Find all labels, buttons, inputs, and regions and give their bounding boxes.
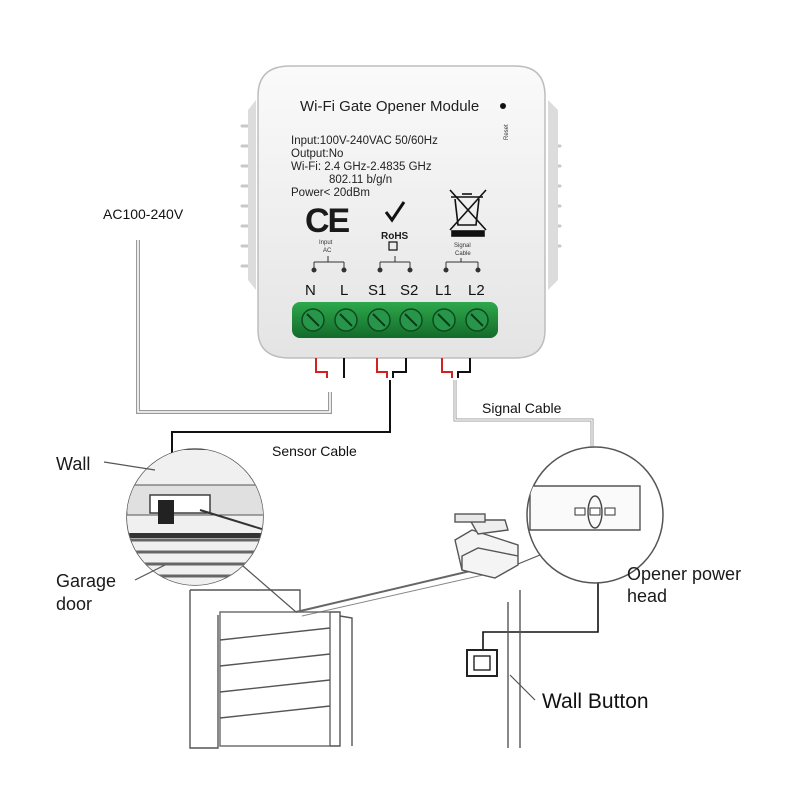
spec-line-output: Output:No	[291, 148, 343, 160]
weee-bin-icon	[449, 189, 487, 237]
signal-label-1: Signal	[454, 243, 471, 249]
wall-leader	[103, 461, 156, 471]
button-leader	[509, 674, 536, 701]
opener-label-1: Opener power	[627, 564, 741, 584]
signal-cable-label: Signal Cable	[482, 400, 562, 416]
module-body	[257, 65, 546, 359]
terminal-label-s1: S1	[368, 282, 386, 299]
ce-mark: CE	[305, 202, 350, 240]
signal-label-2: Cable	[455, 251, 471, 257]
opener-label-2: head	[627, 586, 667, 606]
spec-line-wifi: Wi-Fi: 2.4 GHz-2.4835 GHz	[291, 161, 432, 173]
sensor-cable-label: Sensor Cable	[272, 443, 357, 459]
module-title: Wi-Fi Gate Opener Module	[300, 98, 479, 115]
opener-detail-callout	[517, 446, 664, 584]
rohs-label: RoHS	[381, 231, 409, 242]
terminal-label-n: N	[305, 282, 316, 299]
reset-label: Reset	[504, 124, 510, 140]
garage-door-label-2: door	[56, 594, 92, 614]
terminal-screws	[301, 308, 489, 332]
rohs-box-icon	[388, 241, 398, 251]
terminal-brackets	[311, 256, 481, 273]
module: Wi-Fi Gate Opener Module Reset Input:100…	[240, 65, 562, 359]
spec-line-input: Input:100V-240VAC 50/60Hz	[291, 135, 438, 147]
ac-input-label: AC100-240V	[103, 206, 184, 222]
spec-line-power: Power< 20dBm	[291, 187, 370, 199]
terminal-label-l2: L2	[468, 282, 485, 299]
garage-door-label-1: Garage	[56, 571, 116, 591]
terminal-label-s2: S2	[400, 282, 418, 299]
garage-leader	[134, 564, 166, 581]
garage-scene	[189, 513, 521, 749]
terminal-label-l: L	[340, 282, 348, 299]
terminal-label-l1: L1	[435, 282, 452, 299]
check-icon	[384, 201, 406, 223]
wall-button-icon	[466, 649, 498, 677]
input-label-1: Input	[319, 240, 333, 246]
wall-detail-callout	[126, 448, 297, 613]
rohs-mark: RoHS	[381, 201, 409, 251]
spec-line-standard: 802.11 b/g/n	[329, 174, 392, 186]
input-label-2: AC	[323, 248, 332, 254]
wire-pairs	[315, 358, 471, 378]
wall-button-label: Wall Button	[542, 690, 649, 713]
wall-label: Wall	[56, 454, 90, 474]
reset-button-dot	[500, 103, 506, 109]
